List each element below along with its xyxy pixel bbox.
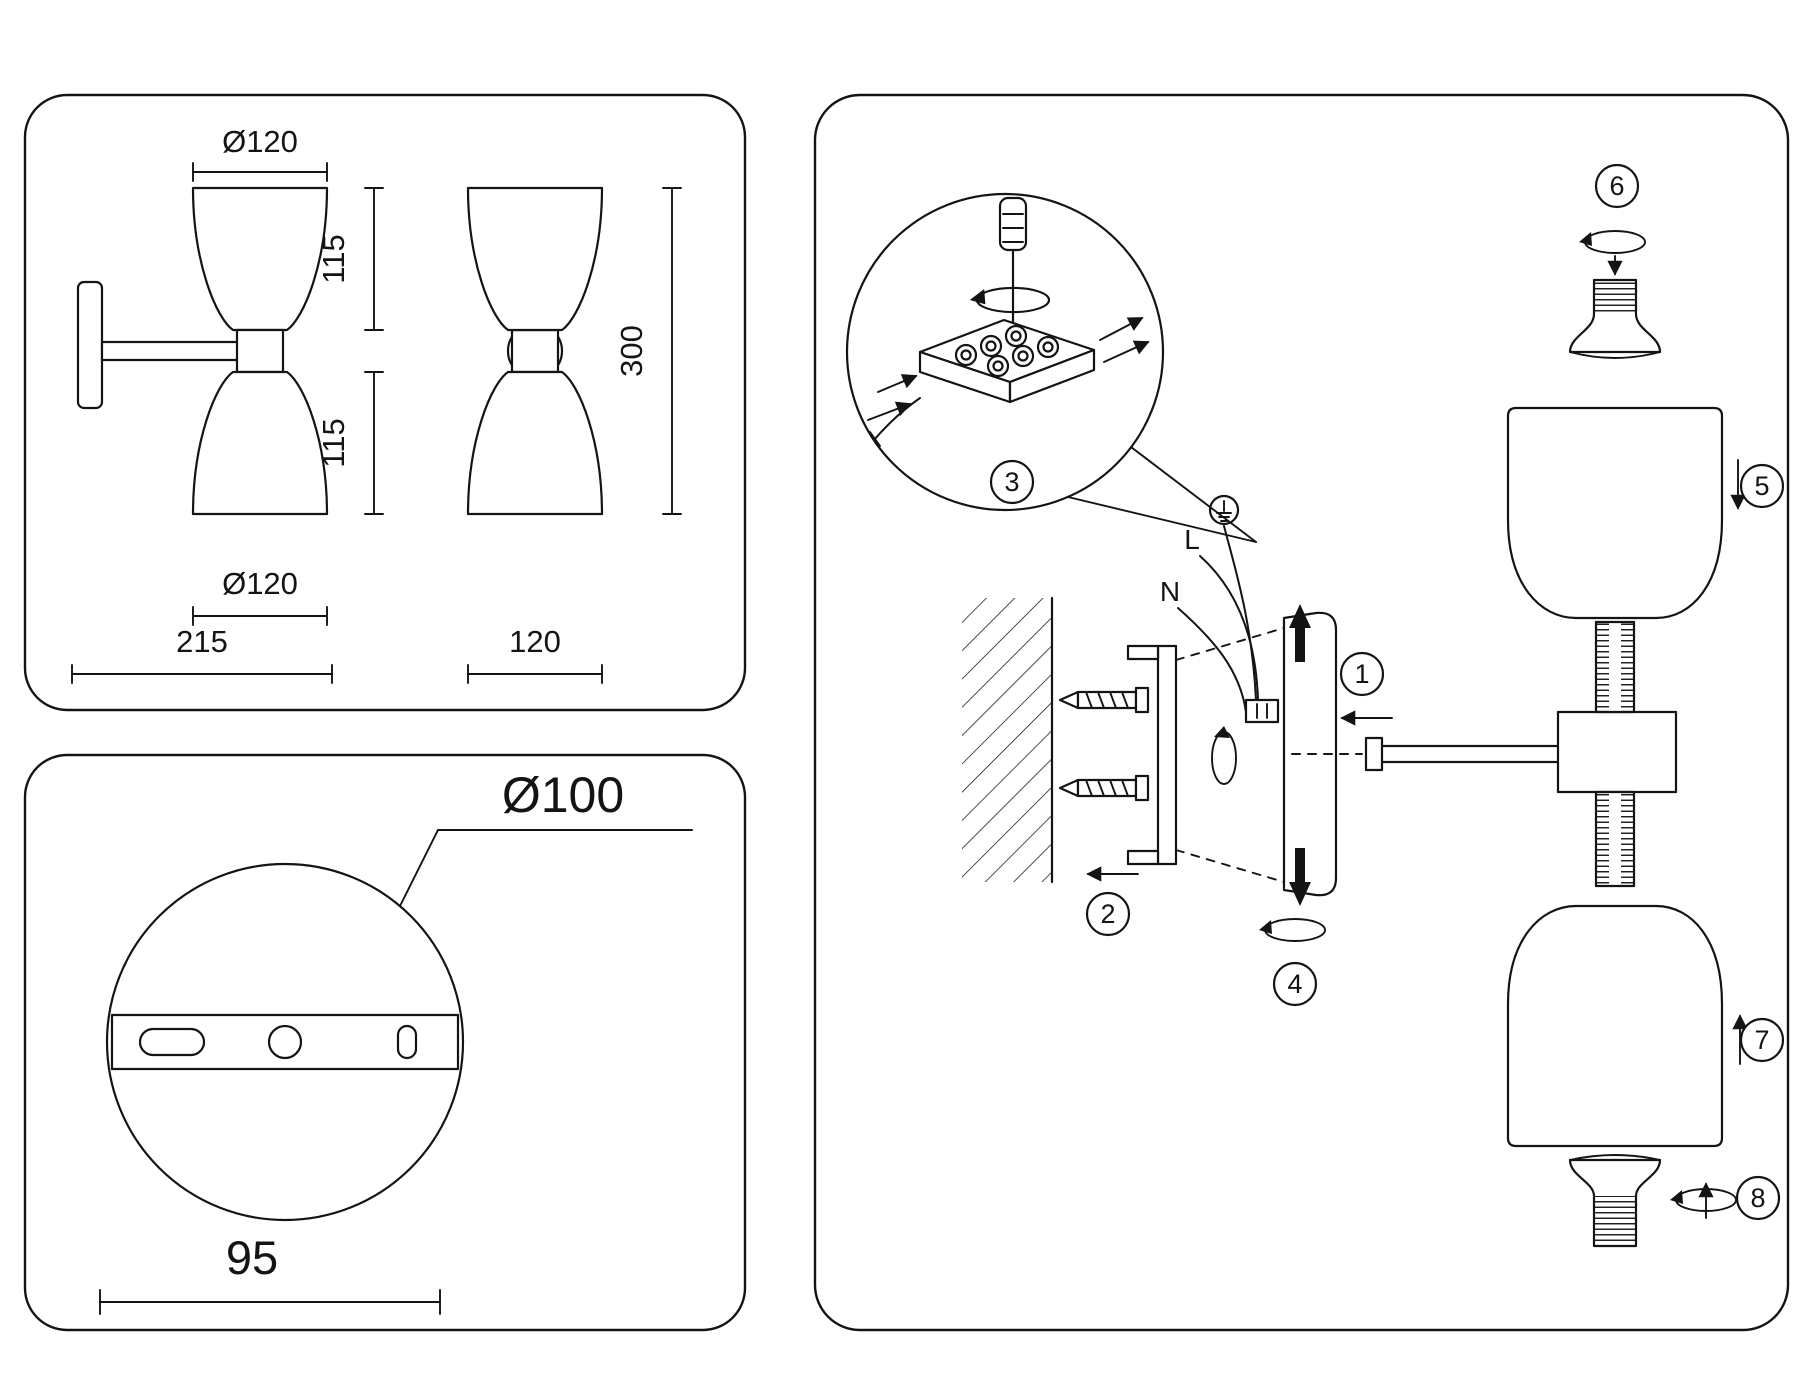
step-number: 1 [1354,659,1369,689]
terminal-block-small [1244,698,1280,724]
callout-line [1067,496,1257,543]
dim-upper-height: 115 [316,187,384,331]
dim-label: 215 [176,624,228,659]
wall-arm [100,340,240,362]
dim-lower-height: 115 [316,371,384,515]
plate-bracket [110,1013,460,1071]
lower-shade [1506,904,1724,1148]
stripped-wire [873,397,921,441]
dim-top-diameter: Ø120 [192,124,328,182]
dim-hole-spacing: 95 [99,1231,441,1315]
sconce-side-view [466,186,604,516]
step-1-badge: 1 [1339,651,1385,697]
dim-label: Ø120 [222,566,298,601]
panel-assembly-steps: 3 [813,93,1790,1332]
threaded-stud-lower [1594,790,1636,888]
dim-overall-width: 215 [71,624,333,684]
step-number: 8 [1750,1183,1765,1213]
upper-shade [466,186,604,332]
dim-label: Ø100 [502,767,624,823]
center-hole [267,1024,303,1060]
step-number: 4 [1287,969,1302,999]
step-number: 7 [1754,1025,1769,1055]
dim-label: 115 [316,418,351,467]
supply-wires: L N [1160,494,1280,785]
alignment-dashed-line [1175,627,1285,661]
neutral-wire [1177,607,1247,713]
step-8-badge: 8 [1735,1175,1781,1221]
insert-arrow-up [1289,604,1311,662]
dim-side-width: 120 [467,624,603,684]
detail-circle [845,192,1165,512]
step-number: 5 [1754,471,1769,501]
step-number: 6 [1609,171,1624,201]
lower-shade [466,370,604,516]
live-wire [1199,555,1259,701]
step-5-badge: 5 [1739,463,1785,509]
ground-icon [1208,494,1240,526]
slot-hole-right [396,1024,418,1060]
dim-plate-diameter: Ø100 [399,767,693,907]
step-7-badge: 7 [1739,1017,1785,1063]
wire-label-neutral: N [1160,576,1180,607]
wall-hatch [962,598,1052,882]
upper-shade [1506,406,1724,620]
wire-label-live: L [1184,524,1200,555]
lower-shade [191,370,329,516]
panel-border [23,93,747,712]
step-2-badge: 2 [1085,891,1131,937]
screwdriver-icon [998,196,1028,334]
dim-overall-height: 300 [614,187,682,515]
step-number: 2 [1100,899,1115,929]
alignment-dashed-line [1175,849,1285,883]
center-body [510,328,560,374]
insert-arrow-down [1289,848,1311,906]
plate-circle [105,862,465,1222]
wall-section [962,596,1054,884]
sconce-front-view [76,186,329,516]
terminal-block [918,318,1096,404]
step-4-badge: 4 [1272,961,1318,1007]
center-body [235,328,285,374]
wall-bracket [1126,644,1178,866]
wiring-detail-circle: 3 [845,192,1165,512]
upper-shade [191,186,329,332]
panel-dimension-views: Ø120 115 115 Ø120 215 [23,93,747,712]
dim-label: 300 [614,325,649,377]
mounting-plate-view [105,862,465,1222]
socket-cover-bottom [1568,1154,1662,1248]
step-number: 3 [1004,467,1019,497]
step-3-badge: 3 [989,459,1035,505]
wire-direction-arrows [867,317,1150,447]
dim-label: 95 [226,1231,278,1284]
step-6-badge: 6 [1594,163,1640,209]
panel-mounting-plate: Ø100 95 [23,753,747,1332]
dim-label: 120 [509,624,561,659]
mounting-screw-icon [1058,686,1150,714]
wall-arm-rod [1364,736,1560,772]
callout-line [1130,446,1257,543]
dim-label: Ø120 [222,124,298,159]
wall-plate [76,280,104,410]
threaded-stud-upper [1594,620,1636,714]
mounting-screw-icon [1058,774,1150,802]
center-hub [1556,710,1678,794]
slot-hole-left [138,1027,206,1057]
dim-bottom-diameter: Ø120 [192,566,328,626]
socket-cover-top [1568,278,1662,359]
dim-label: 115 [316,234,351,283]
ground-wire [1223,525,1257,701]
